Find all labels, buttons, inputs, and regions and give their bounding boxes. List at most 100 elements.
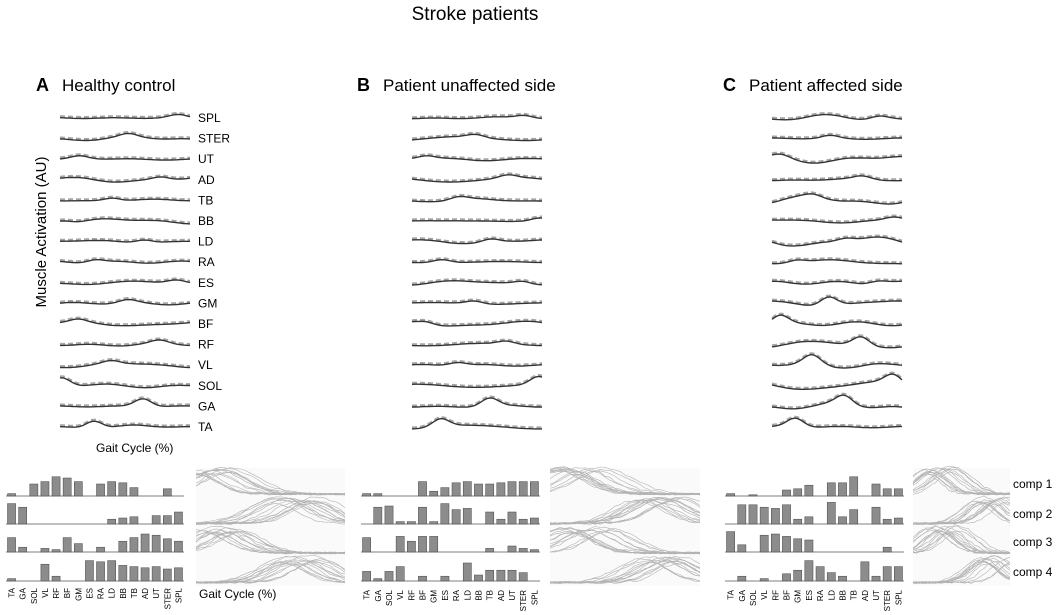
bar-c-comp4-ad — [860, 561, 870, 582]
bundle-line — [195, 467, 346, 496]
tick-a-vl: VL — [41, 587, 50, 597]
bar-a-comp1-tb — [129, 487, 139, 497]
trace-dashed-c-vl — [771, 352, 903, 368]
tick-a-ld: LD — [108, 588, 117, 598]
trace-dashed-b-spl — [411, 112, 543, 119]
trace-dashed-a-ga — [59, 396, 190, 407]
tick-b-ga: GA — [374, 589, 383, 601]
muscle-label-vl: VL — [198, 358, 213, 372]
bar-a-comp3-ta — [7, 537, 16, 553]
trace-dashed-a-spl — [59, 111, 191, 118]
bar-b-comp1-ster — [518, 481, 528, 497]
trace-solid-b-ra — [412, 258, 543, 264]
tick-c-sol: SOL — [749, 589, 758, 606]
trace-dashed-b-rf — [411, 338, 543, 346]
trace-solid-b-ld — [411, 238, 543, 245]
bar-b-comp1-ad — [496, 482, 506, 497]
bundle-line — [549, 499, 701, 525]
trace-solid-b-gm — [412, 300, 543, 305]
bar-c-comp2-sol — [748, 504, 758, 525]
bar-c-comp1-bb — [838, 482, 847, 497]
trace-solid-b-es — [411, 279, 543, 286]
bundle-line — [912, 555, 1011, 584]
bar-a-comp1-bf — [62, 477, 72, 497]
trace-solid-b-ster — [411, 133, 543, 142]
trace-dashed-a-es — [59, 277, 191, 284]
trace-solid-c-tb — [771, 193, 903, 205]
trace-solid-c-ld — [771, 236, 903, 247]
bar-b-comp1-spl — [530, 481, 539, 497]
bar-b-comp1-tb — [485, 483, 495, 497]
tick-b-sol: SOL — [385, 589, 394, 606]
tick-b-spl: SPL — [530, 589, 539, 605]
tick-c-spl: SPL — [894, 589, 903, 605]
panel-a-letter: A — [36, 75, 49, 95]
trace-dashed-b-sol — [411, 373, 543, 387]
bar-c-comp3-ster — [882, 546, 892, 553]
bar-b-comp2-rf — [407, 521, 416, 525]
bar-b-comp3-spl — [530, 549, 539, 553]
bar-b-comp3-gm — [429, 536, 439, 553]
bar-a-comp4-ra — [96, 561, 105, 582]
bar-c-comp1-es — [804, 484, 814, 497]
bar-a-comp4-rf — [51, 575, 61, 582]
bar-b-comp2-vl — [395, 521, 405, 525]
tick-a-rf: RF — [52, 588, 61, 599]
tick-b-ld: LD — [463, 590, 472, 600]
trace-solid-c-rf — [771, 335, 903, 349]
trace-dashed-c-spl — [771, 112, 903, 120]
trace-dashed-c-sol — [771, 371, 903, 389]
bar-c-comp4-bb — [838, 575, 847, 582]
bar-b-comp4-ut — [507, 569, 517, 582]
tick-c-ga: GA — [738, 589, 747, 601]
bar-c-comp1-ster — [882, 488, 892, 497]
bar-a-comp2-ld — [107, 518, 116, 525]
tick-b-ra: RA — [452, 589, 461, 601]
bar-a-comp2-tb — [129, 516, 139, 525]
bar-c-comp2-ga — [737, 504, 747, 525]
bar-c-comp3-rf — [771, 533, 780, 553]
trace-solid-c-gm — [771, 296, 903, 306]
bar-b-comp1-ra — [451, 482, 461, 497]
bundle-line — [195, 532, 345, 555]
bar-a-comp1-gm — [74, 481, 83, 497]
bundle-line — [195, 559, 346, 584]
bundle-line — [195, 498, 346, 524]
bar-c-comp1-tb — [849, 476, 859, 497]
trace-dashed-a-ster — [59, 130, 191, 141]
bar-b-comp1-gm — [429, 490, 439, 497]
trace-solid-a-ga — [59, 398, 190, 408]
bar-c-comp1-ta — [726, 493, 735, 497]
bar-a-comp1-rf — [51, 476, 61, 497]
bar-c-comp4-ra — [815, 566, 825, 582]
trace-dashed-a-ta — [59, 418, 191, 427]
trace-dashed-a-ut — [59, 153, 191, 160]
bar-b-comp2-ga — [373, 506, 383, 525]
bar-b-comp2-ld — [462, 508, 472, 525]
bar-c-comp4-ster — [882, 566, 892, 582]
bar-c-comp3-vl — [759, 534, 769, 553]
bar-b-comp2-ra — [451, 509, 461, 525]
bundle-line — [195, 558, 346, 584]
bar-b-comp4-sol — [384, 571, 394, 582]
bar-c-comp1-spl — [894, 488, 903, 497]
bar-a-comp4-es — [85, 560, 94, 582]
bar-b-comp2-sol — [384, 505, 394, 525]
tick-b-bf: BF — [419, 590, 428, 600]
bar-a-comp3-ra — [96, 546, 105, 553]
trace-dashed-b-gm — [412, 298, 543, 304]
bar-c-comp4-ga — [737, 575, 747, 582]
trace-dashed-b-bf — [411, 318, 543, 326]
trace-solid-a-rf — [60, 339, 191, 347]
bar-c-comp2-spl — [894, 517, 903, 525]
bar-b-comp4-ster — [518, 572, 528, 582]
bundle-panel-a — [196, 468, 345, 586]
activation-bundles — [195, 466, 1011, 586]
trace-solid-c-ster — [772, 134, 902, 140]
muscle-label-ld: LD — [198, 235, 214, 249]
trace-solid-c-vl — [771, 353, 903, 369]
bar-b-comp4-es — [440, 575, 450, 582]
bar-c-comp3-ta — [726, 531, 735, 553]
trace-solid-c-ta — [771, 417, 903, 429]
bar-b-comp4-ga — [373, 578, 383, 582]
